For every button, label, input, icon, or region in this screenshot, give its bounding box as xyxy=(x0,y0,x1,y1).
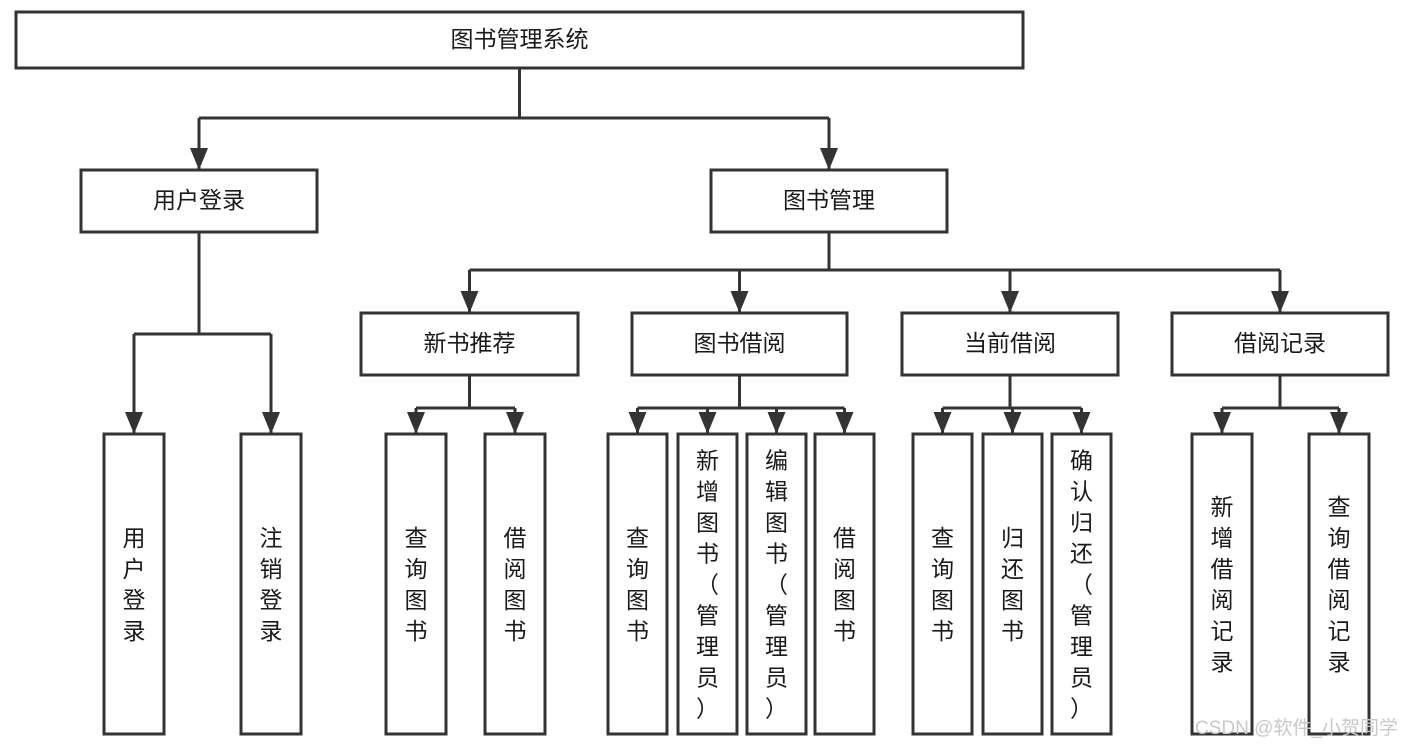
arrow-head-icon xyxy=(1330,412,1348,434)
node-l2-0[interactable]: 用户登录 xyxy=(79,168,319,234)
node-label: 图书借阅 xyxy=(694,330,786,356)
node-box xyxy=(709,168,949,234)
arrow-head-icon xyxy=(767,412,786,434)
node-root-0[interactable]: 图书管理系统 xyxy=(14,10,1025,70)
arrow-head-icon xyxy=(1003,412,1022,434)
arrow-head-icon xyxy=(460,291,479,313)
node-leaf-1[interactable]: 注销登录 xyxy=(239,432,303,736)
node-box xyxy=(676,432,739,736)
node-label: 新书推荐 xyxy=(424,330,516,356)
node-box xyxy=(606,432,669,736)
node-label: 查询图书 xyxy=(626,525,649,644)
arrow-head-icon xyxy=(1001,291,1019,313)
node-label: 新增图书（管理员） xyxy=(696,448,719,722)
arrow-head-icon xyxy=(407,412,425,434)
arrow-head-icon xyxy=(628,412,647,434)
node-box xyxy=(1190,432,1254,736)
node-label: 新增借阅记录 xyxy=(1211,494,1234,675)
node-leaf-5[interactable]: 新增图书（管理员） xyxy=(676,432,739,736)
node-l3-3[interactable]: 借阅记录 xyxy=(1170,311,1390,377)
node-box xyxy=(359,311,580,377)
arrow-head-icon xyxy=(262,412,280,434)
node-label: 用户登录 xyxy=(153,187,245,213)
node-label: 当前借阅 xyxy=(964,330,1056,356)
node-leaf-12[interactable]: 查询借阅记录 xyxy=(1307,432,1371,736)
node-box xyxy=(981,432,1044,736)
nodes-layer: 图书管理系统用户登录图书管理新书推荐图书借阅当前借阅借阅记录用户登录注销登录查询… xyxy=(14,10,1390,736)
node-leaf-7[interactable]: 借阅图书 xyxy=(813,432,876,736)
node-leaf-6[interactable]: 编辑图书（管理员） xyxy=(745,432,808,736)
node-box xyxy=(79,168,319,234)
node-l3-2[interactable]: 当前借阅 xyxy=(900,311,1120,377)
node-label: 查询图书 xyxy=(405,525,428,644)
node-label: 查询图书 xyxy=(931,525,954,644)
node-leaf-2[interactable]: 查询图书 xyxy=(384,432,448,736)
node-box xyxy=(239,432,303,736)
watermark-label: CSDN @软件_小贺同学 xyxy=(1195,717,1398,739)
node-label: 查询借阅记录 xyxy=(1328,494,1351,675)
node-l3-0[interactable]: 新书推荐 xyxy=(359,311,580,377)
node-label: 注销登录 xyxy=(260,525,283,644)
node-l2-1[interactable]: 图书管理 xyxy=(709,168,949,234)
node-label: 确认归还（管理员） xyxy=(1070,448,1093,722)
node-leaf-10[interactable]: 确认归还（管理员） xyxy=(1050,432,1113,736)
arrow-head-icon xyxy=(1213,412,1231,434)
node-label: 图书管理系统 xyxy=(451,26,589,52)
arrow-head-icon xyxy=(933,412,952,434)
node-box xyxy=(911,432,974,736)
node-label: 借阅图书 xyxy=(504,525,527,644)
node-box xyxy=(900,311,1120,377)
edges-layer xyxy=(125,68,1348,434)
arrow-head-icon xyxy=(698,412,717,434)
node-label: 图书管理 xyxy=(783,187,875,213)
node-leaf-4[interactable]: 查询图书 xyxy=(606,432,669,736)
node-box xyxy=(483,432,547,736)
node-label: 编辑图书（管理员） xyxy=(765,448,788,722)
arrow-head-icon xyxy=(125,412,143,434)
node-box xyxy=(813,432,876,736)
node-box xyxy=(1307,432,1371,736)
node-leaf-8[interactable]: 查询图书 xyxy=(911,432,974,736)
node-leaf-11[interactable]: 新增借阅记录 xyxy=(1190,432,1254,736)
arrow-head-icon xyxy=(730,291,749,313)
node-box xyxy=(102,432,166,736)
node-leaf-9[interactable]: 归还图书 xyxy=(981,432,1044,736)
arrow-head-icon xyxy=(506,412,524,434)
node-box xyxy=(384,432,448,736)
node-label: 借阅记录 xyxy=(1234,330,1326,356)
node-label: 用户登录 xyxy=(123,525,146,644)
node-box xyxy=(14,10,1025,70)
node-l3-1[interactable]: 图书借阅 xyxy=(630,311,849,377)
node-box xyxy=(745,432,808,736)
node-leaf-0[interactable]: 用户登录 xyxy=(102,432,166,736)
node-label: 归还图书 xyxy=(1001,525,1024,644)
arrow-head-icon xyxy=(835,412,854,434)
node-box xyxy=(1170,311,1390,377)
node-box xyxy=(630,311,849,377)
node-label: 借阅图书 xyxy=(833,525,856,644)
arrow-head-icon xyxy=(820,148,838,170)
node-box xyxy=(1050,432,1113,736)
arrow-head-icon xyxy=(190,148,208,170)
node-leaf-3[interactable]: 借阅图书 xyxy=(483,432,547,736)
arrow-head-icon xyxy=(1072,412,1091,434)
arrow-head-icon xyxy=(1271,291,1289,313)
